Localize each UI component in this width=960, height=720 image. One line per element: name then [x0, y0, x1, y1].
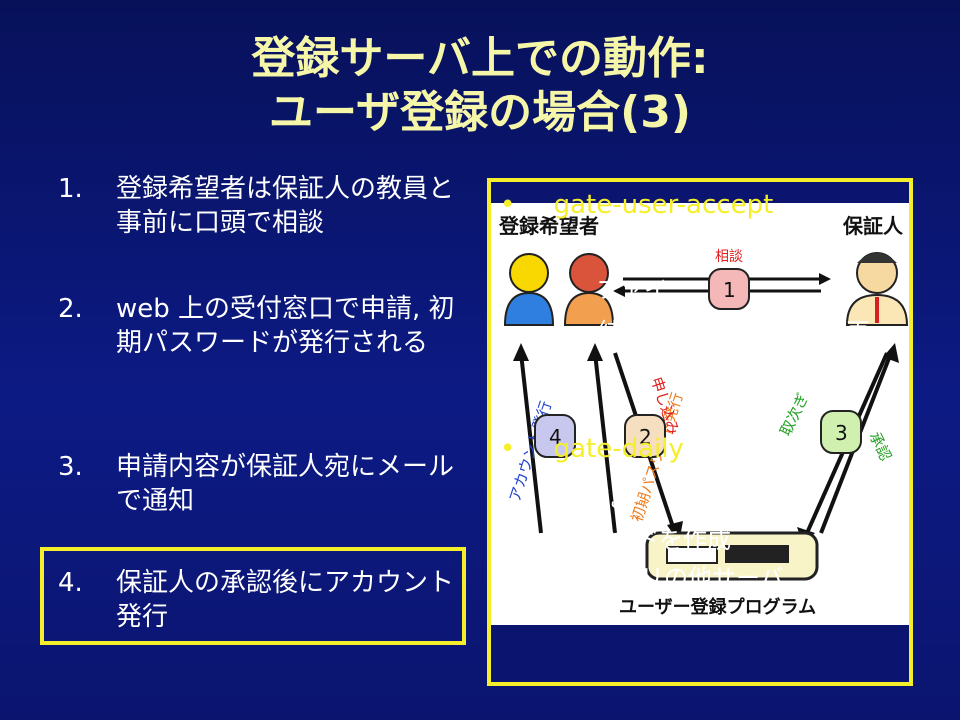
svg-text:3: 3	[835, 421, 848, 445]
step-number: 1.	[58, 174, 83, 204]
svg-text:1: 1	[723, 278, 736, 302]
overlay-fragment: に・	[602, 486, 650, 514]
gate-user-accept-heading: • gate-user-accept	[500, 190, 773, 220]
current-step-highlight	[40, 547, 466, 645]
gate-daily-heading: • gate-daily	[500, 434, 684, 464]
step-text: 登録希望者は保証人の教員と事前に口頭で相談	[116, 174, 455, 238]
step-text: 申請内容が保証人宛にメールで通知	[116, 452, 455, 516]
step-text: 保証人の承認後にアカウント発行	[116, 568, 455, 632]
gate-user-accept-text: gate-user-accept	[553, 190, 774, 220]
svg-text:4: 4	[549, 425, 562, 449]
step-3-badge: 3	[820, 410, 862, 454]
step-4-badge: 4	[534, 414, 576, 458]
step-1-badge: 1	[708, 268, 750, 310]
svg-text:2: 2	[639, 425, 652, 449]
guarantor-person-icon	[845, 252, 909, 326]
overlay-fragment: ファイ	[596, 276, 668, 304]
slide-title: 登録サーバ上での動作: ユーザ登録の場合(3)	[0, 32, 960, 140]
step-number: 3.	[58, 452, 83, 482]
applicant-person-icon	[503, 253, 555, 326]
overlay-fragment: 結	[598, 318, 622, 346]
accept-label: 承認	[865, 429, 894, 464]
registration-program-box	[645, 531, 819, 581]
title-line-2: ユーザ登録の場合(3)	[269, 87, 691, 138]
registration-diagram: 登録希望者 保証人 相談 1	[491, 203, 909, 625]
gate-daily-text: gate-daily	[553, 434, 684, 464]
step-number: 2.	[58, 294, 83, 324]
applicant-person-icon	[563, 253, 615, 326]
step-number: 4.	[58, 568, 83, 598]
bullet-icon: •	[500, 190, 516, 220]
title-line-1: 登録サーバ上での動作:	[251, 33, 709, 84]
overlay-fragment: (ハ ドを作成	[594, 526, 731, 554]
consult-label: 相談	[715, 249, 743, 265]
applicant-label: 登録希望者	[498, 214, 599, 238]
guarantor-label: 保証人	[842, 214, 904, 238]
step-text: web 上の受付窓口で申請, 初期パスワードが発行される	[116, 294, 455, 358]
bullet-icon: •	[500, 434, 516, 464]
receive-label: 取次ぎ	[776, 390, 812, 438]
step-2-badge: 2	[624, 414, 666, 458]
program-label: ユーザー登録プログラム	[619, 596, 816, 618]
overlay-fragment: 再	[846, 318, 870, 346]
overlay-fragment: リの他サーバ	[640, 564, 784, 592]
